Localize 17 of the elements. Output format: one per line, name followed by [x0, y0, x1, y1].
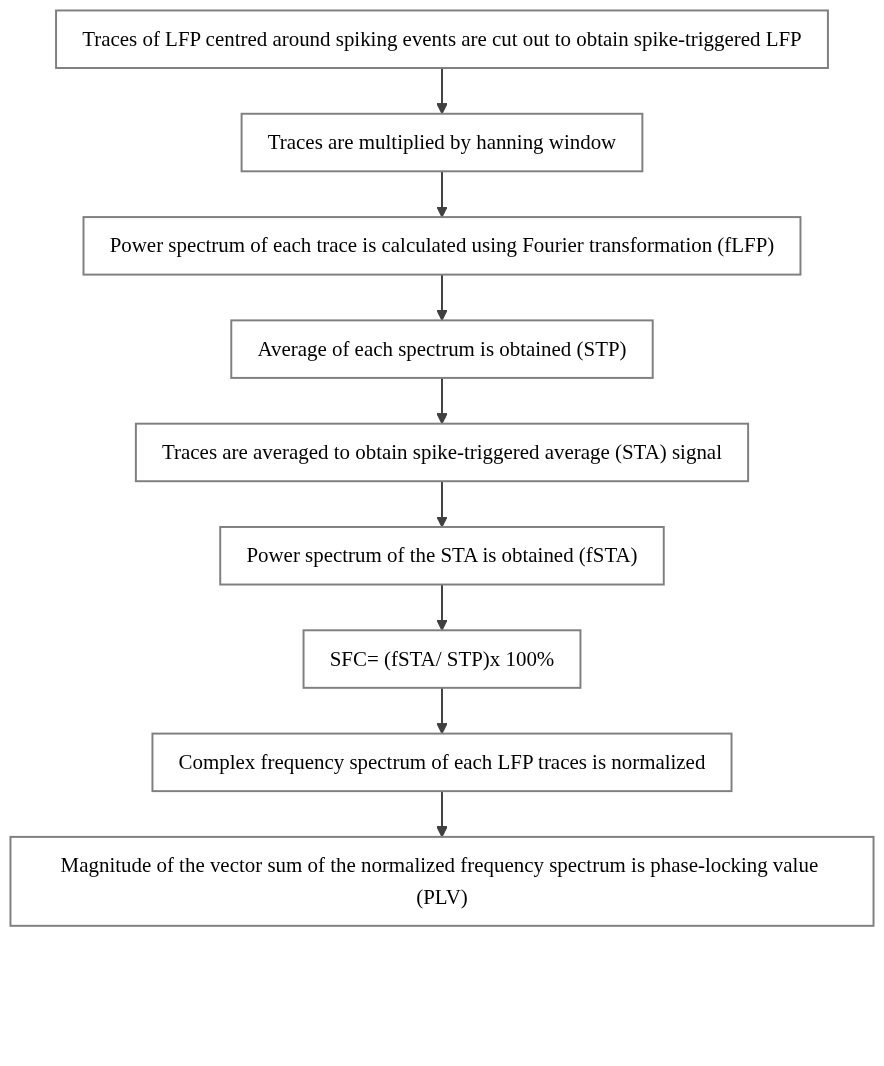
node-box: Traces of LFP centred around spiking events are cut out to obtain spike-triggered LFP	[55, 9, 829, 69]
arrow	[436, 790, 448, 838]
arrow	[436, 376, 448, 425]
arrow	[436, 67, 448, 115]
arrow	[436, 170, 448, 218]
node-box: Average of each spectrum is obtained (STP)	[230, 319, 654, 379]
node-box: Complex frequency spectrum of each LFP traces is normalized	[151, 732, 733, 793]
node-box: Traces are averaged to obtain spike-triggered average (STA) signal	[134, 422, 750, 483]
node-box: Power spectrum of each trace is calculated using Fourier transformation (fLFP)	[82, 216, 802, 276]
node-box: SFC= (fSTA/ STP)x 100%	[302, 629, 582, 689]
arrow	[436, 686, 448, 735]
arrow	[436, 480, 448, 528]
node-box: Traces are multiplied by hanning window	[240, 112, 644, 173]
node-box: Magnitude of the vector sum of the normalized frequency spectrum is phase-locking value (PLV)	[9, 835, 875, 927]
arrow	[436, 583, 448, 631]
arrow	[436, 273, 448, 321]
node-box: Power spectrum of the STA is obtained (fSTA)	[219, 526, 665, 586]
